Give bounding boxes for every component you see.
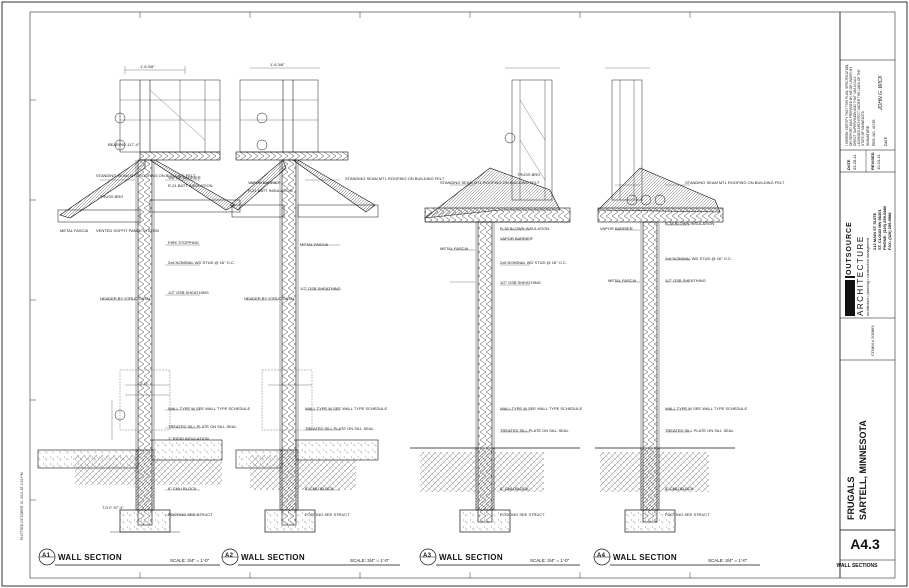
sheet-number: A4.3 [850, 536, 880, 552]
note-header-a2: HEADER BY STRUCTURAL [244, 296, 296, 301]
note-vapor-a2: VAPOR BARRIER [248, 180, 281, 185]
revised-label: REVISED [870, 152, 875, 170]
section-a3-scale: SCALE: 3/4" = 1'-0" [530, 558, 570, 563]
revision-date: 03-28-11 [852, 154, 857, 170]
note-fire-a1: FIRE STOPPING [168, 240, 199, 245]
section-a4-id: A4 [597, 553, 606, 559]
note-sill-a2: TREATED SILL PLATE ON SILL SEAL [305, 426, 374, 431]
comm-number: COMM # 205863 [870, 325, 875, 356]
note-footing-a3: FOOTING SEE STRUCT [500, 512, 545, 517]
elev-a1-tof: T.O.F. 97'-4" [102, 505, 124, 510]
note-studs-a1: 2x6 NOMINAL WD STUD @ 16" O.C. [168, 260, 235, 265]
architect-name: JOHN G. WICK [878, 75, 884, 110]
sheet-title: WALL SECTIONS [836, 563, 878, 569]
project-name: FRUGALS [846, 476, 856, 521]
note-studs-a3: 2x6 NOMINAL WD STUD @ 16" O.C. [500, 260, 567, 265]
note-cmu-a4: 8" CMU BLOCK [665, 486, 694, 491]
note-sheathing-a4: 1/2" OSB SHEATHING [665, 278, 706, 283]
note-fascia-a3: METAL FASCIA [440, 246, 469, 251]
project-location: SARTELL, MINNESOTA [858, 420, 868, 520]
dim-a1-top: 1'-6 3/8" [140, 64, 155, 69]
note-cmu-a1: 8" CMU BLOCK [168, 486, 197, 491]
dim-a1-mid: 2'-0" [140, 381, 148, 386]
section-a2-scale: SCALE: 3/4" = 1'-0" [350, 558, 390, 563]
section-title-graphics [38, 548, 760, 566]
section-a1-drawing [37, 66, 241, 533]
note-vapor-a4: VAPOR BARRIER [600, 226, 633, 231]
note-standing-seam-a3: STANDING SEAM MTL ROOFING ON BUILDING FE… [440, 180, 540, 185]
note-fascia-a1: METAL FASCIA [60, 228, 89, 233]
note-walltype-a2: WALL TYPE W SEE WALL TYPE SCHEDULE [305, 406, 388, 411]
note-standing-seam-a4: STANDING SEAM MTL ROOFING ON BUILDING FE… [685, 180, 785, 185]
note-blown-a3: R-38 BLOWN INSULATION [500, 226, 550, 231]
firm-tagline: architecture • planning • construction m… [866, 237, 870, 316]
plot-stamp: PLOTTED OCTOBER 10, 2011 AT 4:22 PM [20, 472, 24, 540]
section-a1-id: A1 [42, 553, 51, 559]
section-a4-scale: SCALE: 3/4" = 1'-0" [708, 558, 748, 563]
note-standing-seam-a2: STANDING SEAM MTL ROOFING ON BUILDING FE… [345, 176, 445, 181]
note-footing-a4: FOOTING SEE STRUCT [665, 512, 710, 517]
note-cmu-a3: 8" CMU BLOCK [500, 486, 529, 491]
firm-name-top: OUTSOURCE [846, 221, 853, 275]
note-sill-a4: TREATED SILL PLATE ON SILL SEAL [665, 428, 734, 433]
note-sill-a1: TREATED SILL PLATE ON SILL SEAL [168, 424, 237, 429]
section-a1-scale: SCALE: 3/4" = 1'-0" [170, 558, 210, 563]
section-a2-drawing [229, 67, 379, 533]
note-sill-a3: TREATED SILL PLATE ON SILL SEAL [500, 428, 569, 433]
note-truss-a1: TRUSS BRG [100, 194, 124, 199]
section-a2-title: WALL SECTION [241, 553, 305, 562]
note-standing-seam-a1: STANDING SEAM MTL ROOFING ON BUILDING FE… [96, 173, 196, 178]
firm-fax: FAX: (320) 259-9986 [887, 212, 892, 250]
note-cmu-a2: 8" CMU BLOCK [305, 486, 334, 491]
section-a3-title: WALL SECTION [439, 553, 503, 562]
firm-name-bottom: ARCHITECTURE [856, 235, 865, 316]
note-truss-a3: TRUSS BRG [517, 172, 541, 177]
note-rigid-a1: 1" RIGID INSULATION [168, 436, 209, 441]
section-a4-title: WALL SECTION [613, 553, 677, 562]
note-vapor-a1: VAPOR BARRIER [168, 175, 201, 180]
note-fascia-a2: METAL FASCIA [300, 242, 329, 247]
section-a3-id: A3 [423, 553, 432, 559]
note-walltype-a3: WALL TYPE W SEE WALL TYPE SCHEDULE [500, 406, 583, 411]
note-soffit-a1: VENTED SOFFIT PANEL SYSTEM [96, 228, 159, 233]
note-blown-a4: R-38 BLOWN INSULATION [665, 221, 715, 226]
elev-a1-bear: BEARING 117'-4" [108, 142, 140, 147]
reg-number: REG. NO. 44783 [872, 119, 876, 146]
note-batt-a1: R-21 BATT INSULATION [168, 183, 213, 188]
note-sheathing-a3: 1/2" OSB SHEATHING [500, 280, 541, 285]
certification-text: I HEREBY CERTIFY THAT THIS PLAN, SPECIFI… [845, 63, 865, 146]
dim-a2-top: 1'-6 3/8" [270, 62, 285, 67]
section-a3-drawing [410, 67, 580, 533]
section-a4-drawing [595, 67, 735, 533]
note-sheathing-a1: 1/2" OSB SHEATHING [168, 290, 209, 295]
note-walltype-a4: WALL TYPE W SEE WALL TYPE SCHEDULE [665, 406, 748, 411]
note-vapor-a3: VAPOR BARRIER [500, 236, 533, 241]
note-studs-a4: 2x6 NOMINAL WD STUD @ 16" O.C. [665, 256, 732, 261]
revision-date-label: DATE [846, 159, 851, 170]
note-walltype-a1: WALL TYPE W SEE WALL TYPE SCHEDULE [168, 406, 251, 411]
note-batt-a2: R-21 BATT INSULATION [248, 188, 293, 193]
section-a1-title: WALL SECTION [58, 553, 122, 562]
note-header-a1: HEADER BY STRUCTURAL [100, 296, 152, 301]
cert-date-label: DATE [884, 136, 888, 146]
revised-date: 10-10-11 [876, 154, 881, 170]
note-sheathing-a2: 1/2" OSB SHEATHING [300, 286, 341, 291]
note-footing-a2: FOOTING SEE STRUCT [305, 512, 350, 517]
signature-label: SIGNATURE [866, 125, 870, 146]
section-a2-id: A2 [225, 553, 234, 559]
note-footing-a1: FOOTING SEE STRUCT [168, 512, 213, 517]
note-fascia-a4: METAL FASCIA [608, 278, 637, 283]
